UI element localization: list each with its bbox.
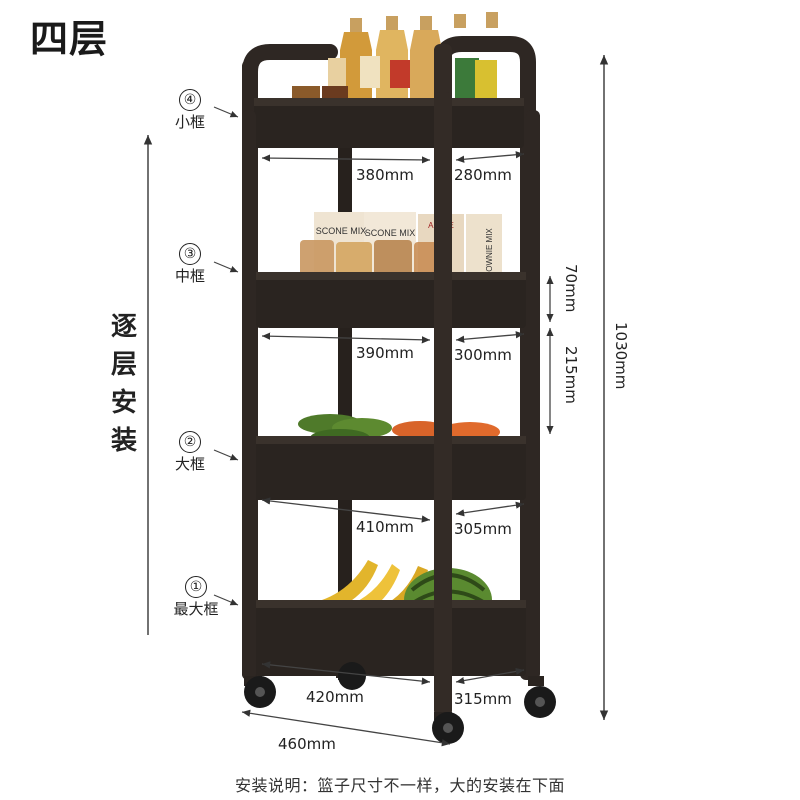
- dim-gap-height: 215mm: [562, 346, 580, 404]
- note-char: 装: [110, 426, 137, 456]
- dim-tier2-width: 410mm: [356, 518, 414, 536]
- tier-label-3: ③ 中框: [150, 242, 230, 287]
- dim-basket-height: 70mm: [562, 264, 580, 313]
- tier-label-4: ④ 小框: [150, 88, 230, 133]
- dim-tier3-width: 390mm: [356, 344, 414, 362]
- tier-number: ④: [179, 89, 201, 111]
- install-layer-by-layer-note: 逐 层 安 装: [104, 308, 144, 460]
- tier-number: ①: [185, 576, 207, 598]
- tier-name: 大框: [174, 455, 205, 473]
- dim-tier4-width: 380mm: [356, 166, 414, 184]
- note-char: 层: [110, 350, 137, 380]
- product-box-label: SCONE MIX: [316, 226, 367, 236]
- install-instructions: 安装说明：篮子尺寸不一样，大的安装在下面: [234, 776, 565, 795]
- tier-name: 小框: [174, 113, 205, 131]
- dim-tier3-depth: 300mm: [454, 346, 512, 364]
- tier-label-2: ② 大框: [150, 430, 230, 475]
- dim-total-height: 1030mm: [612, 322, 630, 390]
- dim-tier4-depth: 280mm: [454, 166, 512, 184]
- dim-base-width: 460mm: [278, 735, 336, 753]
- product-box-label: OWNIE MIX: [485, 228, 494, 272]
- dim-tier1-width: 420mm: [306, 688, 364, 706]
- tier-number: ③: [179, 243, 201, 265]
- page-title: 四层: [30, 17, 109, 61]
- note-char: 逐: [110, 312, 137, 342]
- note-char: 安: [110, 388, 137, 418]
- tier-name: 最大框: [173, 600, 219, 618]
- product-box-label: SCONE MIX: [365, 228, 416, 238]
- top-tier-bottles: [292, 12, 498, 98]
- dim-tier2-depth: 305mm: [454, 520, 512, 538]
- tier-number: ②: [179, 431, 201, 453]
- dim-tier1-depth: 315mm: [454, 690, 512, 708]
- tier-name: 中框: [174, 267, 205, 285]
- tier3-products: [300, 212, 502, 278]
- tier-label-1: ① 最大框: [156, 575, 236, 620]
